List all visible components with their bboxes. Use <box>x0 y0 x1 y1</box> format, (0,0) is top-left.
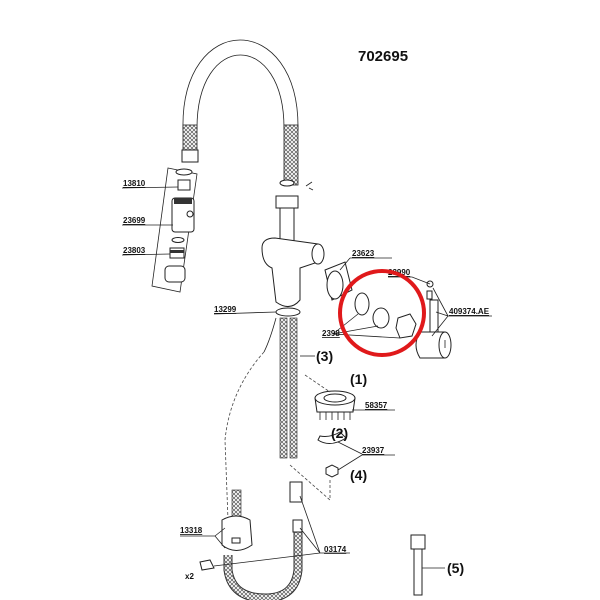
callout-4: (4) <box>350 467 367 483</box>
part-label-03174: 03174 <box>324 545 347 554</box>
mounting-tool <box>410 534 445 596</box>
part-label-23937: 23937 <box>362 446 385 455</box>
part-label-13318: 13318 <box>180 526 203 535</box>
handle <box>388 276 492 359</box>
spray-head-assembly <box>121 167 198 293</box>
model-number: 702695 <box>358 48 408 65</box>
highlight-circle <box>338 269 426 357</box>
spout <box>181 39 299 186</box>
part-label-2398: 2398 <box>322 329 340 338</box>
part-label-409374-ae: 409374.AE <box>449 307 490 316</box>
part-label-23623: 23623 <box>352 249 375 258</box>
callout-2: (2) <box>331 425 348 441</box>
part-label-58357: 58357 <box>365 401 388 410</box>
callout-1: (1) <box>350 371 367 387</box>
mounting-parts <box>289 374 395 501</box>
part-label-13299: 13299 <box>214 305 237 314</box>
part-label-23803: 23803 <box>123 246 146 255</box>
part-label-23699: 23699 <box>123 216 146 225</box>
part-label-23990: 23990 <box>388 268 411 277</box>
supply-hoses <box>263 317 315 459</box>
callout-3: (3) <box>316 348 333 364</box>
pullout-hose <box>180 351 350 600</box>
callout-5: (5) <box>447 560 464 576</box>
quantity-note: x2 <box>185 572 194 581</box>
faucet-body <box>213 179 325 317</box>
part-label-13810: 13810 <box>123 179 146 188</box>
seal-set <box>332 292 417 339</box>
